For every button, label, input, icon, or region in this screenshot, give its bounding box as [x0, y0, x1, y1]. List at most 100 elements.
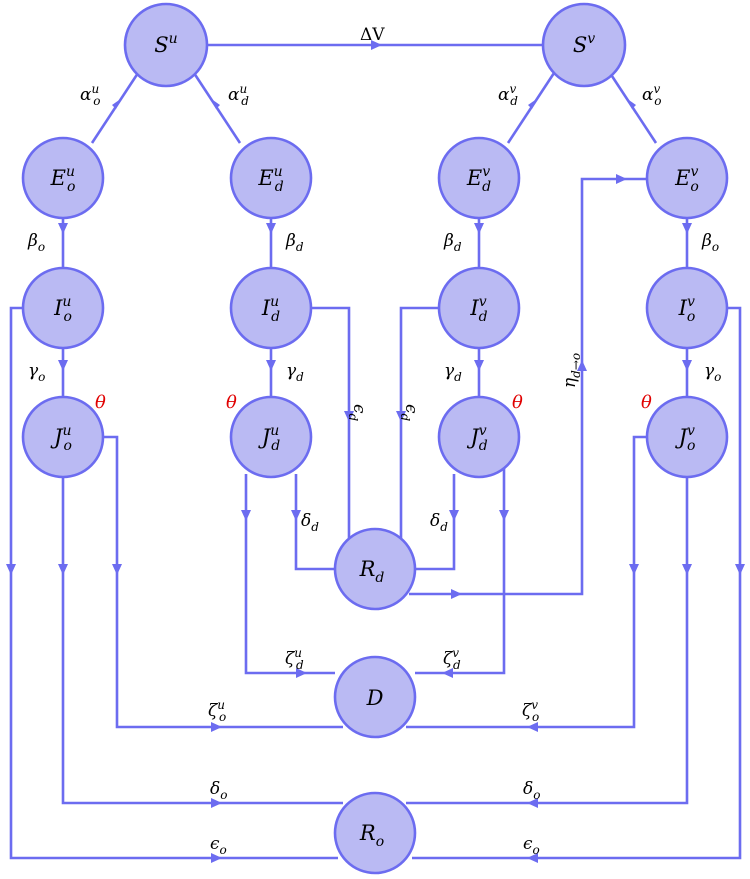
arrowhead [210, 98, 220, 109]
arrowhead [682, 223, 692, 234]
edge-rd-eov [409, 177, 647, 596]
node-s-v: Sv [541, 2, 627, 88]
rate-delta-o-left: δo [210, 779, 227, 802]
edges [9, 43, 742, 860]
arrowhead [112, 564, 122, 575]
arrowhead [266, 223, 276, 234]
arrowhead [629, 564, 639, 575]
arrowhead [735, 564, 745, 575]
rate-beta-d-right: βd [443, 231, 462, 254]
svg-text:Juo: Juo [50, 423, 72, 454]
rate-delta-v: ΔV [360, 25, 385, 45]
svg-text:Jvd: Jvd [466, 423, 487, 454]
arrowhead [58, 360, 68, 371]
rate-delta-o-right: δo [523, 779, 540, 802]
svg-text:Eud: Eud [257, 164, 283, 195]
arrowhead [291, 510, 301, 521]
arrowhead [528, 98, 538, 109]
arrowhead [241, 510, 251, 521]
arrowheads [6, 40, 745, 863]
node-s-u: Su [123, 2, 209, 88]
edge-jdu-d [244, 474, 335, 675]
rate-gamma-o-left: γo [28, 361, 45, 384]
arrowhead [211, 853, 222, 863]
arrowhead [527, 853, 538, 863]
arrowhead [211, 798, 222, 808]
arrowhead [58, 223, 68, 234]
edge-idv-rd [399, 306, 439, 546]
rate-eps-d-right: ϵd [398, 404, 421, 422]
arrowhead [474, 223, 484, 234]
node-d: D [333, 655, 417, 739]
svg-text:Sv: Sv [573, 31, 595, 57]
edge-iou-ro [9, 306, 338, 860]
svg-text:Rd: Rd [359, 557, 385, 586]
rate-delta-d-left: δd [301, 511, 319, 534]
svg-text:Jvo: Jvo [675, 423, 696, 454]
svg-text:Iuo: Iuo [53, 294, 72, 325]
rate-gamma-d-left: γd [286, 361, 304, 384]
rate-gamma-d-right: γd [444, 361, 462, 384]
svg-text:Jud: Jud [258, 423, 280, 454]
svg-text:Ivo: Ivo [678, 294, 696, 325]
svg-text:Iud: Iud [261, 294, 280, 325]
edge-jov-ro [406, 477, 689, 805]
arrowhead [6, 564, 16, 575]
svg-text:Ivd: Ivd [469, 294, 487, 325]
rate-eps-d-left: ϵd [346, 404, 369, 422]
arrowhead [682, 564, 692, 575]
svg-text:Evo: Evo [674, 164, 699, 195]
arrowhead [442, 668, 453, 678]
node-r-o: Ro [333, 791, 417, 875]
arrowhead [396, 411, 406, 422]
rate-gamma-o-right: γo [704, 361, 721, 384]
edge-jdv-rd [415, 474, 456, 571]
arrowhead [451, 589, 462, 599]
rate-eps-o-left: ϵo [210, 834, 227, 857]
arrowhead [371, 40, 382, 50]
rate-eta-d-to-o: ηd→o [560, 353, 583, 388]
edge-jdu-rd [294, 474, 335, 571]
edge-iov-ro [412, 306, 742, 860]
rate-beta-o-right: βo [701, 231, 719, 254]
arrowhead [474, 360, 484, 371]
arrowhead [58, 564, 68, 575]
arrowhead [682, 360, 692, 371]
edge-idu-rd [311, 306, 351, 546]
edge-jou-d [103, 435, 343, 729]
arrowhead [296, 668, 307, 678]
arrowhead [344, 411, 354, 422]
rate-beta-d-left: βd [285, 231, 304, 254]
svg-text:Euo: Euo [50, 164, 76, 195]
theta-label-j-d-u: θ [226, 392, 237, 413]
arrowhead [626, 98, 636, 109]
arrowhead [449, 510, 459, 521]
arrowhead [499, 510, 509, 521]
svg-text:D: D [366, 686, 384, 710]
rate-eps-o-right: ϵo [523, 834, 540, 857]
arrowhead [211, 722, 222, 732]
theta-label-j-d-v: θ [512, 392, 523, 413]
arrowhead [577, 360, 587, 371]
arrowhead [266, 360, 276, 371]
